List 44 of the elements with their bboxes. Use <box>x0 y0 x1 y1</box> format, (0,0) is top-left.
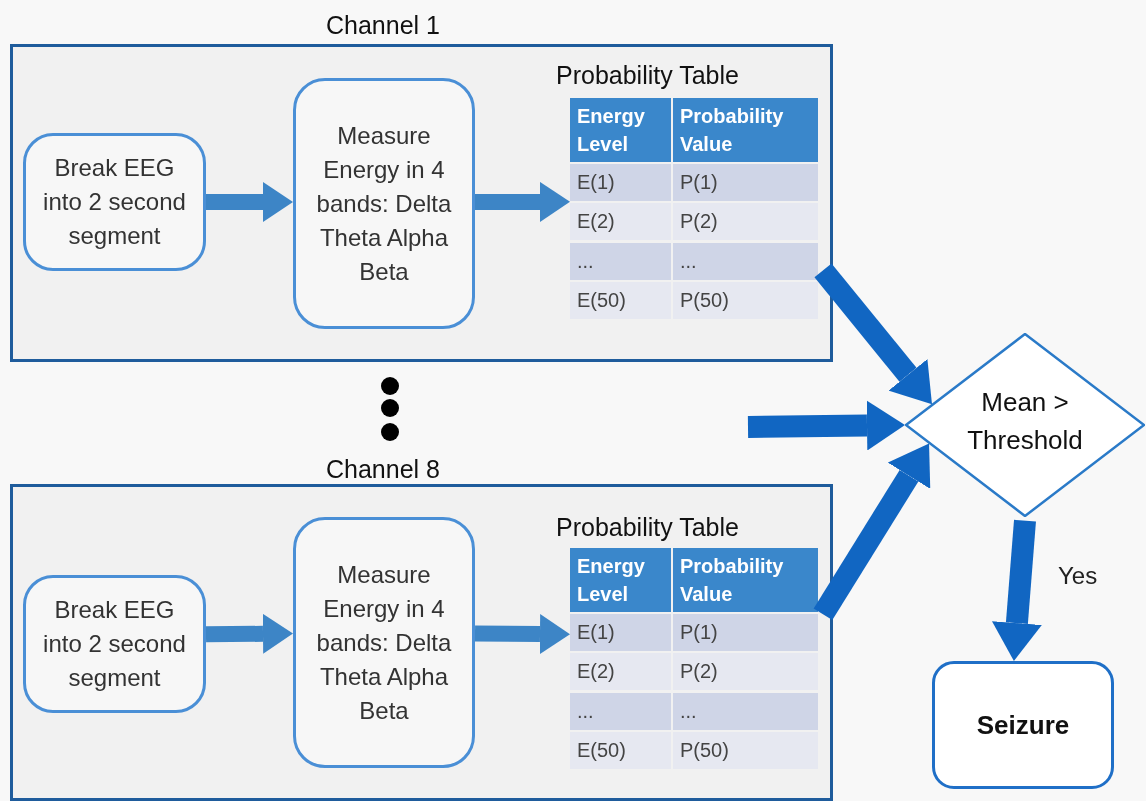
table-title: Probability Table <box>556 61 739 90</box>
block-arrow <box>747 400 905 451</box>
block-arrow <box>206 182 293 222</box>
node-text: Measure Energy in 4 bands: Delta Theta Alpha Beta <box>315 559 453 726</box>
panel-heading: Channel 1 <box>326 11 440 40</box>
block-arrow <box>992 519 1042 661</box>
table-cell: P(50) <box>673 731 818 769</box>
process-box <box>23 575 206 713</box>
table-cell: E(2) <box>570 653 671 691</box>
table-cell: E(2) <box>570 203 671 241</box>
table-cell: P(50) <box>673 281 818 319</box>
node-text: Break EEG into 2 second segment <box>42 595 187 693</box>
node-text: Mean > Threshold <box>966 386 1084 457</box>
panel-heading: Channel 8 <box>326 455 440 484</box>
table-cell: ... <box>673 242 818 280</box>
table-header-cell: Probability Value <box>673 98 818 162</box>
table-cell: E(50) <box>570 731 671 769</box>
table-header-cell: Probability Value <box>673 548 818 612</box>
table-cell: P(2) <box>673 653 818 691</box>
process-box <box>293 517 475 768</box>
table-header-cell: Energy Level <box>570 98 671 162</box>
terminal-box <box>932 661 1114 789</box>
block-arrow <box>474 614 570 654</box>
table-cell: P(1) <box>673 164 818 202</box>
table-cell: P(1) <box>673 614 818 652</box>
table-cell: ... <box>570 692 671 730</box>
table-header-cell: Energy Level <box>570 548 671 612</box>
block-arrow <box>814 263 932 405</box>
table-cell: ... <box>673 692 818 730</box>
block-arrow <box>813 443 931 621</box>
process-box <box>293 78 475 329</box>
node-text: Measure Energy in 4 bands: Delta Theta Alpha Beta <box>315 120 453 287</box>
process-box <box>23 133 206 271</box>
table-title: Probability Table <box>556 513 739 542</box>
node-text: Seizure <box>976 709 1070 741</box>
table-cell: P(2) <box>673 203 818 241</box>
block-arrow <box>205 613 293 654</box>
table-cell: E(1) <box>570 164 671 202</box>
decision-diamond <box>905 333 1145 517</box>
node-text: Break EEG into 2 second segment <box>42 153 187 251</box>
table-cell: ... <box>570 242 671 280</box>
table-cell: E(50) <box>570 281 671 319</box>
block-arrow <box>475 181 570 222</box>
table-cell: E(1) <box>570 614 671 652</box>
